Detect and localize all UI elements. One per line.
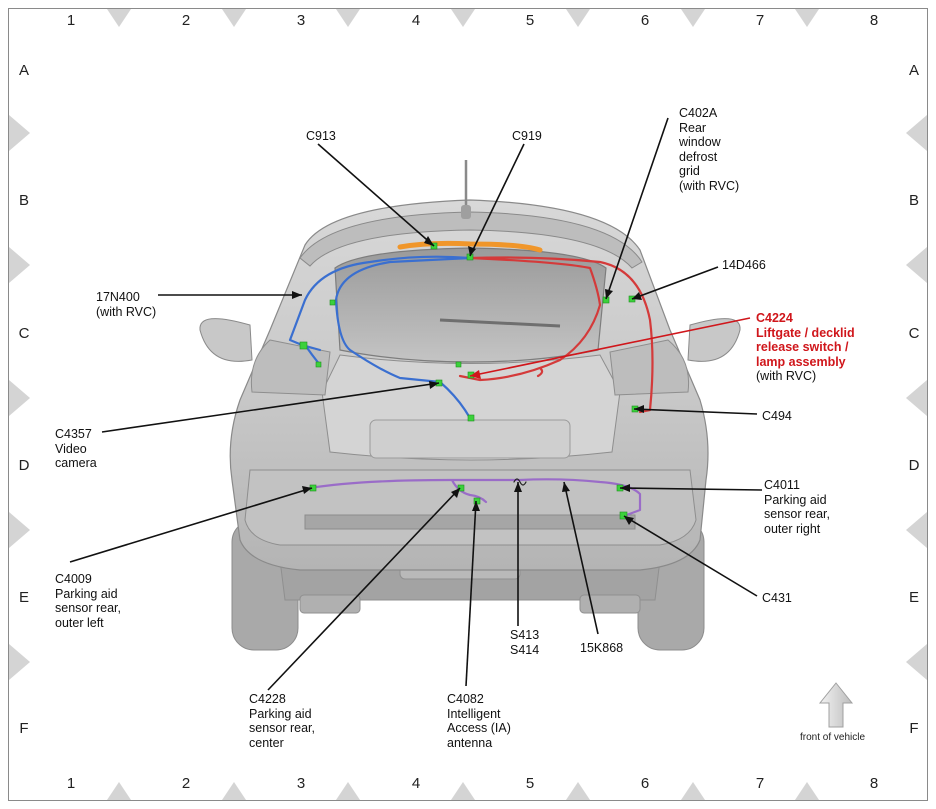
callout-c4009: C4009 Parking aid sensor rear, outer lef… <box>55 572 122 630</box>
callout-c4228: C4228 Parking aid sensor rear, center <box>249 692 316 750</box>
leader-14d466 <box>631 266 719 300</box>
callout-c919: C919 <box>512 129 542 143</box>
front-of-vehicle-label: front of vehicle <box>800 732 866 743</box>
grid-ticks-right <box>906 115 927 680</box>
grid-col-6-bottom: 6 <box>640 775 650 792</box>
grid-row-a: A <box>18 62 29 79</box>
leader-c4009 <box>69 487 313 563</box>
connector-c431 <box>619 511 628 520</box>
leader-c431 <box>623 515 758 597</box>
callout-c402a: C402A Rear window defrost grid (with RVC… <box>679 106 740 193</box>
front-of-vehicle-arrow-icon <box>818 682 854 728</box>
grid-row-e: E <box>18 589 29 606</box>
grid-row-d: D <box>18 457 30 474</box>
callout-c4224-note: (with RVC) <box>756 369 817 383</box>
leader-c4357 <box>101 382 440 433</box>
callout-s413-s414: S413 S414 <box>510 628 540 657</box>
harness-blue <box>288 255 472 420</box>
leader-c4082 <box>465 500 477 687</box>
grid-col-8-bottom: 8 <box>869 775 879 792</box>
grid-ticks-left <box>9 115 30 680</box>
grid-col-5-bottom: 5 <box>525 775 535 792</box>
leader-c402a <box>605 117 669 300</box>
connector-extra-1 <box>329 299 336 306</box>
callout-17n400: 17N400 (with RVC) <box>96 290 157 319</box>
leader-lines <box>69 117 763 691</box>
grid-col-4-bottom: 4 <box>411 775 421 792</box>
grid-ticks-bottom <box>107 782 819 800</box>
connector-extra-2 <box>315 361 322 368</box>
grid-col-1: 1 <box>66 12 76 29</box>
grid-row-f: F <box>19 720 29 737</box>
leader-c919 <box>469 143 525 257</box>
grid-row-d-right: D <box>908 457 920 474</box>
grid-col-5: 5 <box>525 12 535 29</box>
grid-col-2: 2 <box>181 12 191 29</box>
callout-14d466: 14D466 <box>722 258 766 272</box>
callout-c4082: C4082 Intelligent Access (IA) antenna <box>447 692 511 750</box>
connector-c4082 <box>473 497 481 505</box>
leader-arrowheads <box>292 236 644 525</box>
grid-row-a-right: A <box>908 62 919 79</box>
grid-row-c: C <box>18 325 30 342</box>
grid-col-3: 3 <box>296 12 306 29</box>
callout-c494: C494 <box>762 409 792 423</box>
callout-c913: C913 <box>306 129 336 143</box>
grid-row-f-right: F <box>909 720 919 737</box>
leader-c494 <box>633 408 758 415</box>
callout-c4224: C4224 Liftgate / decklid release switch … <box>756 311 855 369</box>
leader-c4224 <box>469 317 751 377</box>
connector-c4228 <box>457 484 465 492</box>
harness-orange <box>397 240 543 253</box>
callout-c4011: C4011 Parking aid sensor rear, outer rig… <box>764 478 831 536</box>
frame-border <box>8 8 928 801</box>
grid-ticks-top <box>107 9 819 27</box>
callout-c4357: C4357 Video camera <box>55 427 97 470</box>
grid-col-2-bottom: 2 <box>181 775 191 792</box>
grid-row-b-right: B <box>908 192 919 209</box>
leader-c4011 <box>619 487 763 491</box>
connector-extra-3 <box>455 361 462 368</box>
leader-c4228 <box>267 487 461 691</box>
vehicle-rear-view <box>199 160 741 651</box>
connector-17n400 <box>299 341 308 350</box>
connector-video <box>467 414 475 422</box>
grid-col-8: 8 <box>869 12 879 29</box>
grid-col-3-bottom: 3 <box>296 775 306 792</box>
grid-row-e-right: E <box>908 589 919 606</box>
grid-col-7-bottom: 7 <box>755 775 765 792</box>
callout-c431: C431 <box>762 591 792 605</box>
grid-col-4: 4 <box>411 12 421 29</box>
grid-col-7: 7 <box>755 12 765 29</box>
grid-col-6: 6 <box>640 12 650 29</box>
grid-row-b: B <box>18 192 29 209</box>
harness-routes <box>288 240 654 518</box>
grid-col-1-bottom: 1 <box>66 775 76 792</box>
leader-15k868 <box>563 481 599 635</box>
harness-red <box>458 256 654 414</box>
grid-row-c-right: C <box>908 325 920 342</box>
leader-c913 <box>317 143 435 247</box>
callout-15k868: 15K868 <box>580 641 624 655</box>
